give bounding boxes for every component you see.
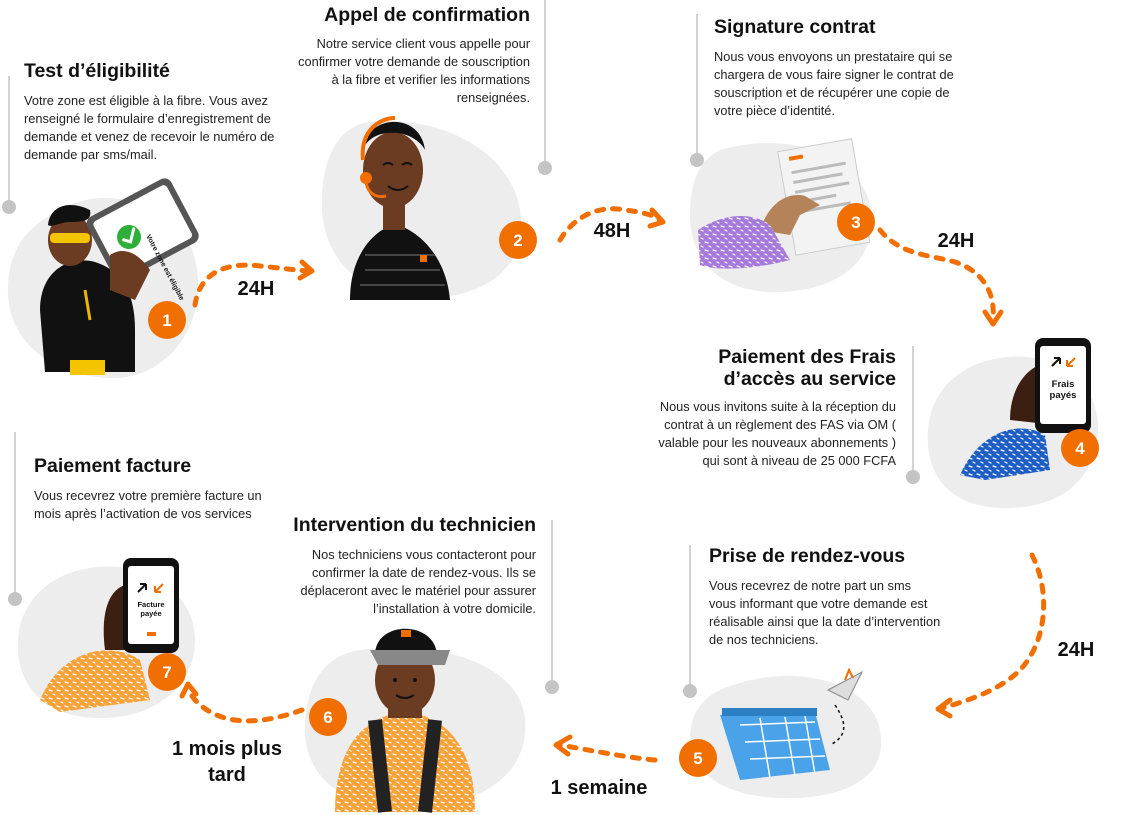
step-description: Vous recevrez de notre part un sms vous … [709,578,941,647]
illustration-call-agent [350,116,450,300]
checkmark-icon [116,224,141,249]
badge-number: 2 [513,231,522,250]
badge-number: 7 [162,663,171,682]
step-4-text: Paiement des Frais d’accès au service No… [650,346,896,470]
step-1-text: Test d’éligibilité Votre zone est éligib… [24,60,304,164]
duration-6-to-7: 1 mois plus tard [171,738,283,786]
step-2-text: Appel de confirmation Notre service clie… [298,4,530,107]
step-description: Nous vous envoyons un prestataire qui se… [714,49,954,118]
badge-step-4: 4 [1061,429,1099,467]
illustration-eligibility: Votre zone est éligible [40,178,199,375]
badge-number: 4 [1075,439,1085,458]
step-description: Notre service client vous appelle pour c… [298,36,530,105]
duration-5-to-6: 1 semaine [550,777,648,799]
duration-4-to-5: 24H [1057,639,1095,661]
step-7-text: Paiement facture Vous recevrez votre pre… [34,455,272,523]
badge-number: 3 [851,213,860,232]
step-description: Nous vous invitons suite à la réception … [658,399,896,468]
step-title: Paiement des Frais d’accès au service [718,346,896,390]
step-title: Test d’éligibilité [24,60,170,82]
arrow-heads [179,207,1004,757]
badge-number: 1 [162,311,171,330]
calendar-icon [720,712,830,780]
step-description: Nos techniciens vous contacteront pour c… [300,547,536,616]
badge-step-2: 2 [499,221,537,259]
badge-step-7: 7 [148,653,186,691]
arrow-1-to-2 [192,262,311,308]
arrow-2-to-3 [557,206,663,243]
arrow-6-to-7 [185,685,305,724]
duration-3-to-4: 24H [937,230,975,252]
badge-step-6: 6 [309,698,347,736]
step-3-text: Signature contrat Nous vous envoyons un … [714,16,972,120]
arrow-4-to-5 [939,552,1047,711]
duration-1-to-2: 24H [237,278,275,300]
badge-number: 6 [323,708,332,727]
connector-lines [2,0,920,698]
badge-number: 5 [693,749,702,768]
step-badges: 1 2 3 4 5 6 7 [148,203,1099,777]
step-title: Prise de rendez-vous [709,545,906,567]
dashed-arrows [185,206,1047,763]
step-title: Appel de confirmation [324,4,530,26]
duration-2-to-3: 48H [593,220,631,242]
arrow-5-to-6 [557,742,658,763]
step-6-text: Intervention du technicien Nos technicie… [278,514,536,618]
illustration-technician [335,628,475,813]
badge-step-3: 3 [837,203,875,241]
step-description: Votre zone est éligible à la fibre. Vous… [24,93,275,162]
step-5-text: Prise de rendez-vous Vous recevrez de no… [709,545,941,649]
step-title: Paiement facture [34,455,192,477]
step-title: Signature contrat [714,16,876,38]
badge-step-1: 1 [148,301,186,339]
step-description: Vous recevrez votre première facture un … [34,488,262,521]
arrow-3-to-4 [877,227,996,321]
step-title: Intervention du technicien [293,514,536,536]
illustration-calendar [720,667,864,780]
badge-step-5: 5 [679,739,717,777]
